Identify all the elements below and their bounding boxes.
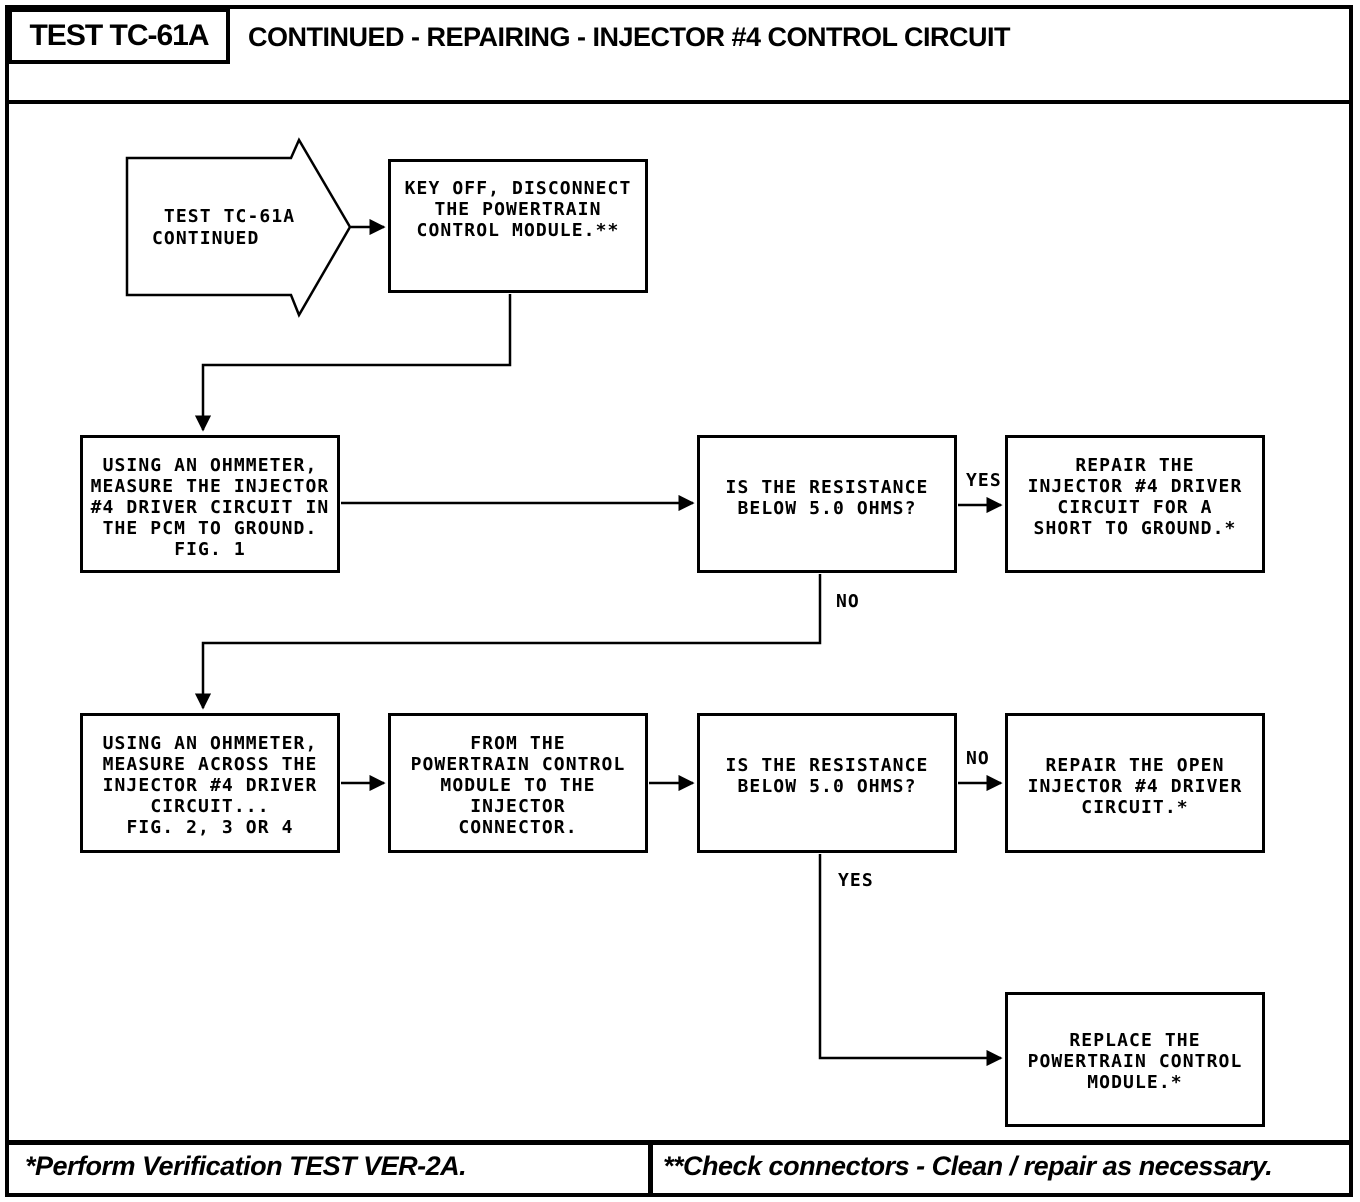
page-title: CONTINUED - REPAIRING - INJECTOR #4 CONT…	[248, 22, 1011, 52]
node-question-resistance-1: IS THE RESISTANCE BELOW 5.0 OHMS?	[697, 435, 957, 573]
start-block-arrow-shape	[125, 137, 352, 318]
edge-label-no-1: NO	[836, 591, 860, 612]
footnote-check-connectors: **Check connectors - Clean / repair as n…	[663, 1151, 1273, 1181]
edge-question1-no	[194, 574, 822, 710]
node-question-resistance-2: IS THE RESISTANCE BELOW 5.0 OHMS?	[697, 713, 957, 853]
test-id-box: TEST TC-61A	[8, 8, 230, 64]
test-id-label: TEST TC-61A	[29, 19, 209, 52]
node-repair-open-circuit: REPAIR THE OPEN INJECTOR #4 DRIVER CIRCU…	[1005, 713, 1265, 853]
footer-cell-divider	[648, 1140, 653, 1193]
edge-keyoff-to-measure1	[194, 294, 512, 432]
node-measure-pcm-to-ground: USING AN OHMMETER, MEASURE THE INJECTOR …	[80, 435, 340, 573]
node-repair-short-to-ground: REPAIR THE INJECTOR #4 DRIVER CIRCUIT FO…	[1005, 435, 1265, 573]
node-measure-across-driver: USING AN OHMMETER, MEASURE ACROSS THE IN…	[80, 713, 340, 853]
footnote-verification: *Perform Verification TEST VER-2A.	[25, 1151, 467, 1181]
node-key-off-disconnect-pcm: KEY OFF, DISCONNECT THE POWERTRAIN CONTR…	[388, 159, 648, 293]
header-divider	[9, 100, 1351, 104]
edge-label-yes-2: YES	[838, 870, 874, 891]
edge-question2-yes	[818, 854, 1003, 1067]
edge-label-yes-1: YES	[966, 470, 1002, 491]
node-replace-pcm: REPLACE THE POWERTRAIN CONTROL MODULE.*	[1005, 992, 1265, 1127]
page-border	[5, 5, 1353, 1197]
node-start-continued: TEST TC-61A CONTINUED	[152, 206, 296, 249]
node-from-pcm-to-injector: FROM THE POWERTRAIN CONTROL MODULE TO TH…	[388, 713, 648, 853]
edge-label-no-2: NO	[966, 748, 990, 769]
footer-divider	[9, 1140, 1351, 1145]
